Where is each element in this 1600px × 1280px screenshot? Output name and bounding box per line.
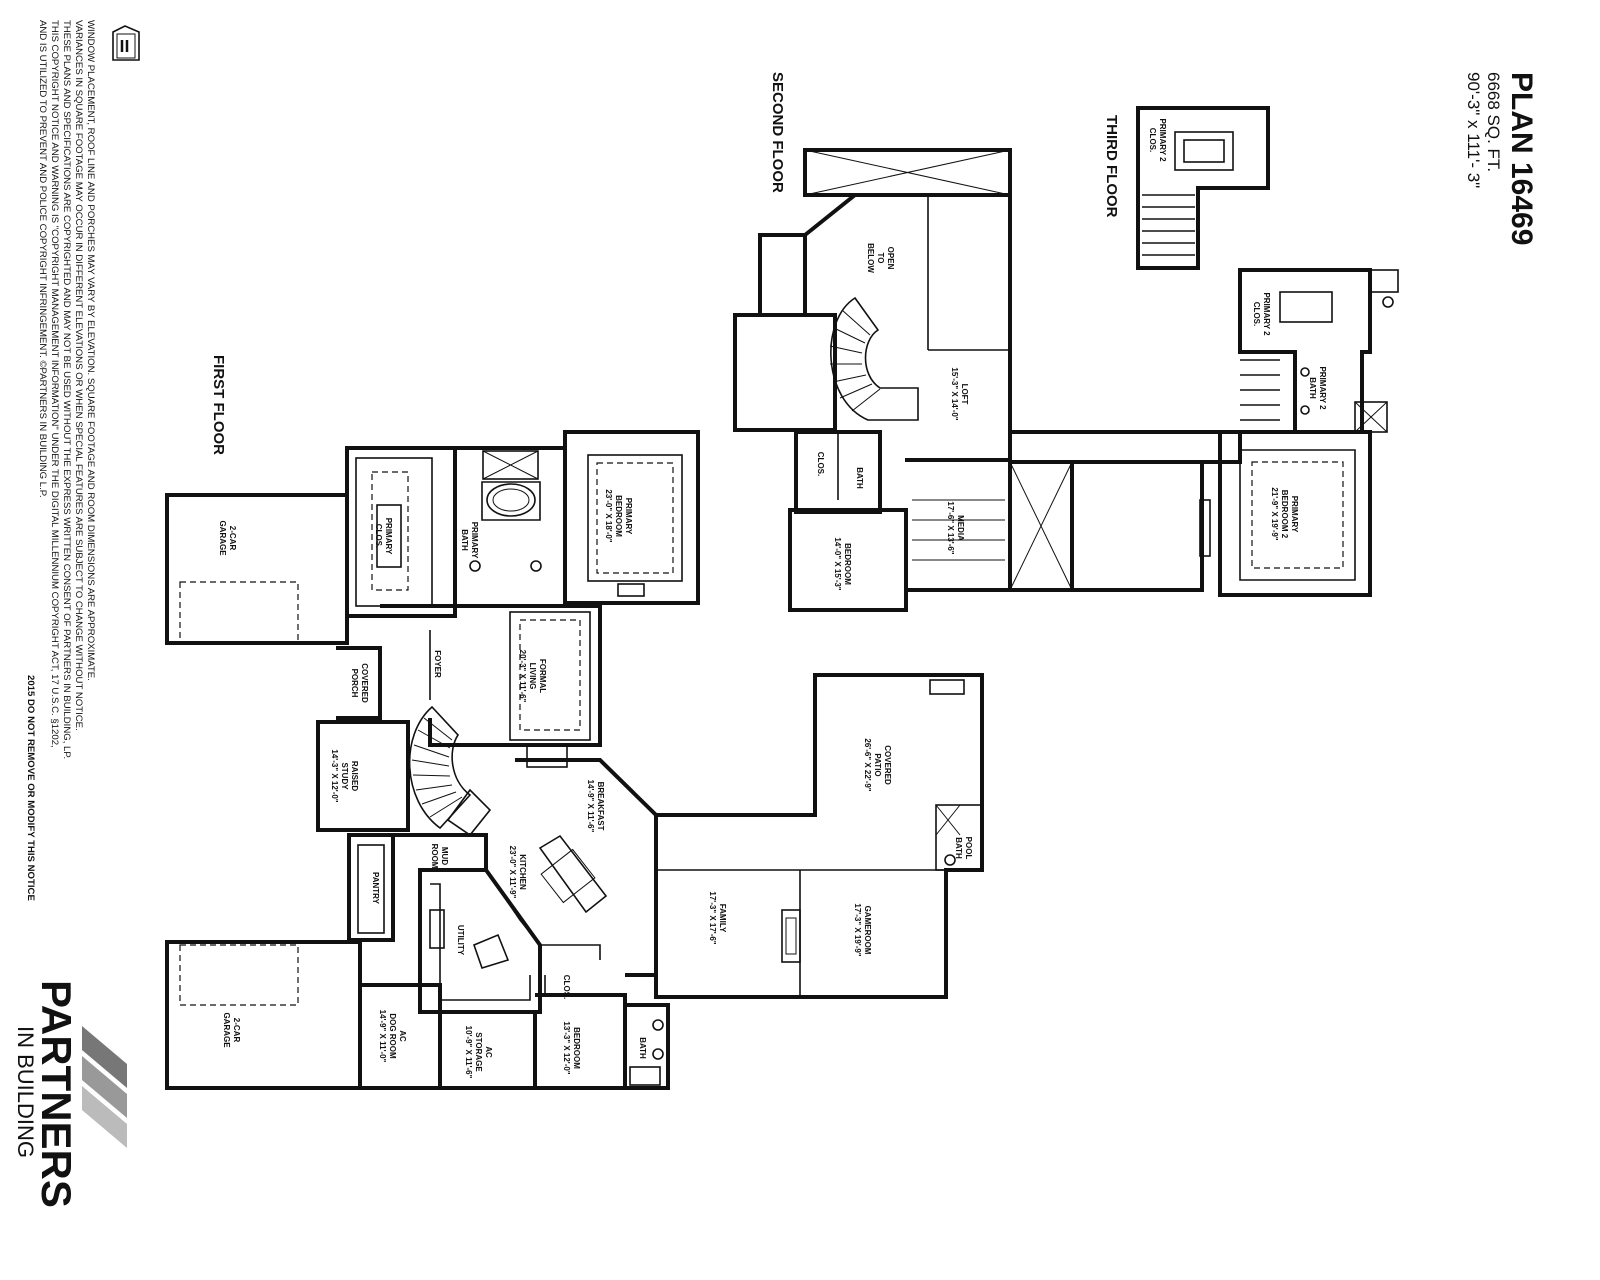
- room-label-media: MEDIA17'-6" X 13'-6": [946, 501, 965, 554]
- room-label-primary-bedroom: PRIMARYBEDROOM23'-0" X 18'-0": [604, 489, 633, 542]
- plan-square-feet: 6668 SQ. FT.: [1484, 72, 1503, 172]
- room-label-clos-first: CLOS.: [562, 975, 571, 999]
- disclaimer-line-2: VARIANCES IN SQUARE FOOTAGE MAY OCCUR IN…: [73, 20, 84, 731]
- room-label-primary2-bath: PRIMARY 2BATH: [1308, 366, 1327, 410]
- disclaimer-line-4: THIS COPYRIGHT NOTICE AND WARNING IS "CO…: [49, 20, 60, 748]
- disclaimer-block: WINDOW PLACEMENT, ROOF LINE AND PORCHES …: [25, 20, 96, 901]
- room-label-bedroom-second: BEDROOM14'-0" X 15'-3": [833, 537, 852, 590]
- plan-title-block: PLAN 16469 6668 SQ. FT. 90'-3" x 111'- 3…: [1464, 72, 1538, 245]
- second-floor-plan: [733, 148, 1399, 612]
- room-label-covered-porch: COVEREDPORCH: [350, 663, 369, 703]
- room-label-bedroom-first: BEDROOM13'-3" X 12'-0": [562, 1021, 581, 1074]
- plan-dimensions: 90'-3" x 111'- 3": [1464, 72, 1483, 188]
- room-label-breakfast: BREAKFAST14'-9" X 11'-6": [586, 780, 605, 833]
- first-floor-label: FIRST FLOOR: [210, 355, 227, 455]
- room-label-mud-room: MUDROOM: [430, 844, 449, 869]
- equal-housing-icon: [112, 25, 140, 61]
- first-floor-plan: [165, 430, 984, 1090]
- room-label-formal-living: FORMALLIVING20'-3" X 11'-6": [518, 650, 547, 703]
- brand-name: PARTNERS: [33, 980, 80, 1208]
- room-label-utility: UTILITY: [456, 925, 465, 956]
- room-label-bath-second: BATH: [855, 467, 864, 489]
- room-label-ac-dog-room: ACDOG ROOM14'-9" X 11'-0": [378, 1010, 407, 1063]
- room-label-pantry: PANTRY: [371, 872, 380, 905]
- room-label-primary-bedroom-2: PRIMARYBEDROOM 221'-9" X 19'-9": [1270, 487, 1299, 540]
- room-label-primary-clos: PRIMARYCLOS.: [374, 518, 393, 555]
- room-label-ac-storage: ACSTORAGE10'-9" X 11'-6": [464, 1026, 493, 1079]
- room-label-primary2-clos-third: PRIMARY 2CLOS.: [1148, 118, 1167, 162]
- brand-tagline: IN BUILDING: [13, 1026, 38, 1158]
- room-label-open-to-below: OPENTOBELOW: [866, 243, 895, 273]
- room-labels: 2-CARGARAGE PRIMARYCLOS. PRIMARYBATH PRI…: [218, 118, 1327, 1078]
- room-label-foyer: FOYER: [433, 650, 442, 678]
- room-label-raised-study: RAISEDSTUDY14'-3" X 12'-0": [330, 749, 359, 802]
- room-label-garage-north: 2-CARGARAGE: [218, 520, 237, 556]
- disclaimer-line-1: WINDOW PLACEMENT, ROOF LINE AND PORCHES …: [85, 20, 96, 681]
- room-label-clos-second: CLOS.: [816, 452, 825, 476]
- room-label-pool-bath: POOLBATH: [954, 837, 973, 860]
- room-label-covered-patio: COVEREDPATIO26'-6" X 22'-9": [863, 738, 892, 791]
- room-label-garage-south: 2-CARGARAGE: [222, 1012, 241, 1048]
- partners-logo-icon: [82, 1026, 127, 1148]
- room-label-gameroom: GAMEROOM17'-3" X 19'-9": [853, 903, 872, 956]
- disclaimer-line-5: AND IS UTILIZED TO PREVENT AND POLICE CO…: [37, 20, 48, 498]
- room-label-loft: LOFT15'-3" X 14'-0": [950, 367, 969, 420]
- disclaimer-line-3: THESE PLANS AND SPECIFICATIONS ARE COPYR…: [61, 20, 72, 759]
- plan-title: PLAN 16469: [1505, 72, 1538, 245]
- room-label-primary2-clos: PRIMARY 2CLOS.: [1252, 292, 1271, 336]
- disclaimer-line-6: 2015 DO NOT REMOVE OR MODIFY THIS NOTICE: [25, 675, 36, 901]
- second-floor-label: SECOND FLOOR: [769, 72, 786, 193]
- third-floor-label: THIRD FLOOR: [1103, 115, 1120, 218]
- room-label-family: FAMILY17'-3" X 17'-6": [708, 891, 727, 944]
- room-label-kitchen: KITCHEN23'-0" X 11'-9": [508, 846, 527, 899]
- third-floor-plan: [1136, 106, 1270, 270]
- room-label-bath-first: BATH: [638, 1037, 647, 1059]
- room-label-primary-bath: PRIMARYBATH: [460, 522, 479, 559]
